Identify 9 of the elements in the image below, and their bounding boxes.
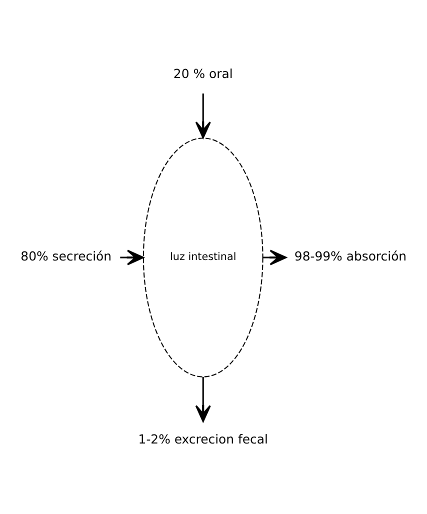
- node-text: 80% secreción: [20, 248, 112, 264]
- node-text: 20 % oral: [173, 66, 233, 81]
- node-text: 1-2% excrecion fecal: [138, 430, 268, 446]
- node-text: 98-99% absorción: [294, 248, 407, 264]
- arrow: [195, 376, 211, 422]
- arrow: [263, 249, 287, 265]
- node-ellipse: luz intestinal: [142, 137, 264, 377]
- arrow: [120, 249, 144, 265]
- arrow: [195, 93, 211, 138]
